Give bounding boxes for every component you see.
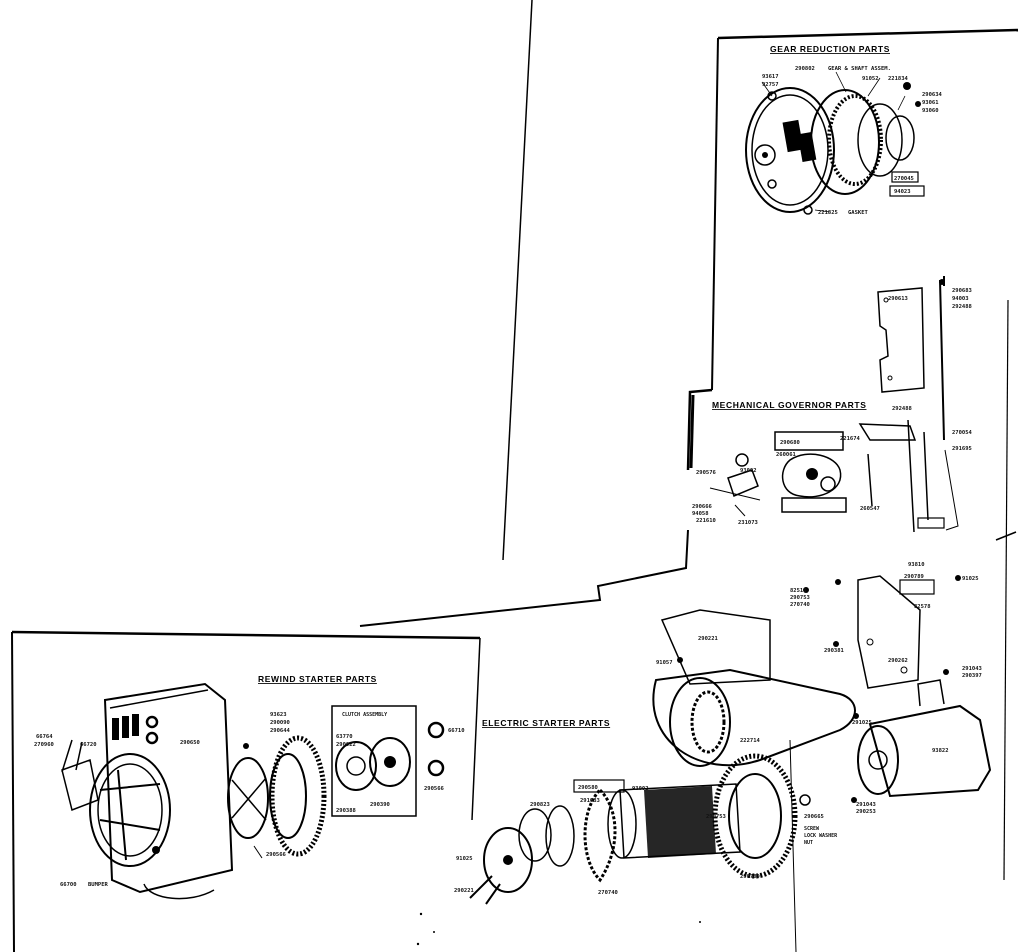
rewind-starter-assembly: 66764 270960 66720 290650 93623 290090 2… (34, 682, 465, 900)
part-number: 292488 (892, 406, 912, 412)
part-number: 221610 (696, 518, 716, 524)
part-number: 94003 (952, 296, 969, 302)
part-number: 290390 (370, 802, 390, 808)
part-number: 93617 (762, 74, 779, 80)
part-number: 66764 (36, 734, 53, 740)
part-number: 290397 (962, 673, 982, 679)
part-number: 290665 (804, 814, 824, 820)
part-number: 290022 (336, 742, 356, 748)
part-number: 290634 (922, 92, 943, 98)
part-number: 66700 (60, 882, 77, 888)
part-number: 221674 (840, 436, 861, 442)
part-number: 291043 (856, 802, 876, 808)
lock-washer-note: LOCK WASHER (804, 833, 838, 839)
part-number: 93002 (632, 786, 649, 792)
part-number: 94023 (894, 189, 911, 195)
part-number: 270045 (894, 176, 914, 182)
part-number: 290576 (696, 470, 717, 476)
screw-note: SCREW (804, 826, 820, 832)
part-number: 290566 (424, 786, 445, 792)
part-number: 290683 (952, 288, 972, 294)
gear-reduction-title: GEAR REDUCTION PARTS (770, 44, 890, 54)
part-number: 290789 (740, 874, 760, 880)
mechanical-governor-title: MECHANICAL GOVERNOR PARTS (712, 400, 866, 410)
part-number: 222714 (740, 738, 761, 744)
part-number: 290381 (824, 648, 845, 654)
part-number: 290753 (706, 814, 726, 820)
part-number: 82578 (914, 604, 931, 610)
part-number: 270740 (790, 602, 810, 608)
part-number: 291025 (852, 720, 872, 726)
part-number: 290566 (266, 852, 287, 858)
clutch-assembly-label: CLUTCH ASSEMBLY (342, 712, 387, 718)
part-number: 91057 (656, 660, 673, 666)
page-outline (11, 0, 1019, 952)
part-number: 290613 (888, 296, 908, 302)
gasket-label: GASKET (848, 210, 869, 216)
part-number: 290644 (270, 728, 291, 734)
part-number: 91025 (962, 576, 979, 582)
part-number: 270054 (952, 430, 973, 436)
part-number: 290753 (790, 595, 810, 601)
part-number: 260061 (776, 452, 797, 458)
part-number: 94058 (692, 511, 709, 517)
gear-reduction-assembly: 93617 92757 290802 GEAR & SHAFT ASSEM. 9… (745, 66, 943, 216)
part-number: 270960 (34, 742, 54, 748)
part-number: 231073 (738, 520, 758, 526)
part-number: 290388 (336, 808, 356, 814)
part-number: 93061 (922, 100, 939, 106)
part-number: 290262 (888, 658, 908, 664)
part-number: 82510 (790, 588, 807, 594)
part-number: 291043 (962, 666, 982, 672)
part-number: 66710 (448, 728, 465, 734)
part-number: 290580 (578, 785, 598, 791)
part-number: 93623 (270, 712, 287, 718)
nut-note: NUT (804, 840, 813, 846)
part-number: 290650 (180, 740, 200, 746)
part-number: 290221 (698, 636, 719, 642)
part-number: 91025 (456, 856, 473, 862)
part-number: 291033 (580, 798, 600, 804)
part-number: 93810 (908, 562, 925, 568)
part-number: 270740 (598, 890, 618, 896)
mechanical-governor-assembly: 290683 94003 292488 290613 290680 260061… (692, 276, 973, 533)
part-number: 93002 (740, 468, 757, 474)
part-number: 91052 (862, 76, 879, 82)
part-number: 93822 (932, 748, 949, 754)
part-number: 290253 (856, 809, 876, 815)
part-number: 93060 (922, 108, 939, 114)
bumper-label: BUMPER (88, 882, 109, 888)
part-number: 63770 (336, 734, 353, 740)
part-number: 291695 (952, 446, 972, 452)
part-number: 290090 (270, 720, 290, 726)
electric-starter-title: ELECTRIC STARTER PARTS (482, 718, 610, 728)
rewind-starter-title: REWIND STARTER PARTS (258, 674, 377, 684)
part-number: 290802 (795, 66, 815, 72)
part-number: 66720 (80, 742, 97, 748)
part-number: 290221 (454, 888, 475, 894)
part-number: 221834 (888, 76, 909, 82)
part-number: 290680 (780, 440, 800, 446)
gear-shaft-label: GEAR & SHAFT ASSEM. (828, 66, 891, 72)
scan-specks (416, 912, 701, 946)
part-number: 92757 (762, 82, 779, 88)
part-number: 290823 (530, 802, 550, 808)
part-number: 292488 (952, 304, 972, 310)
part-number: 290666 (692, 504, 713, 510)
part-number: 221825 (818, 210, 838, 216)
part-number: 260547 (860, 506, 880, 512)
electric-starter-assembly: 82510 290753 270740 93810 290789 82578 9… (454, 562, 992, 905)
part-number: 290789 (904, 574, 924, 580)
